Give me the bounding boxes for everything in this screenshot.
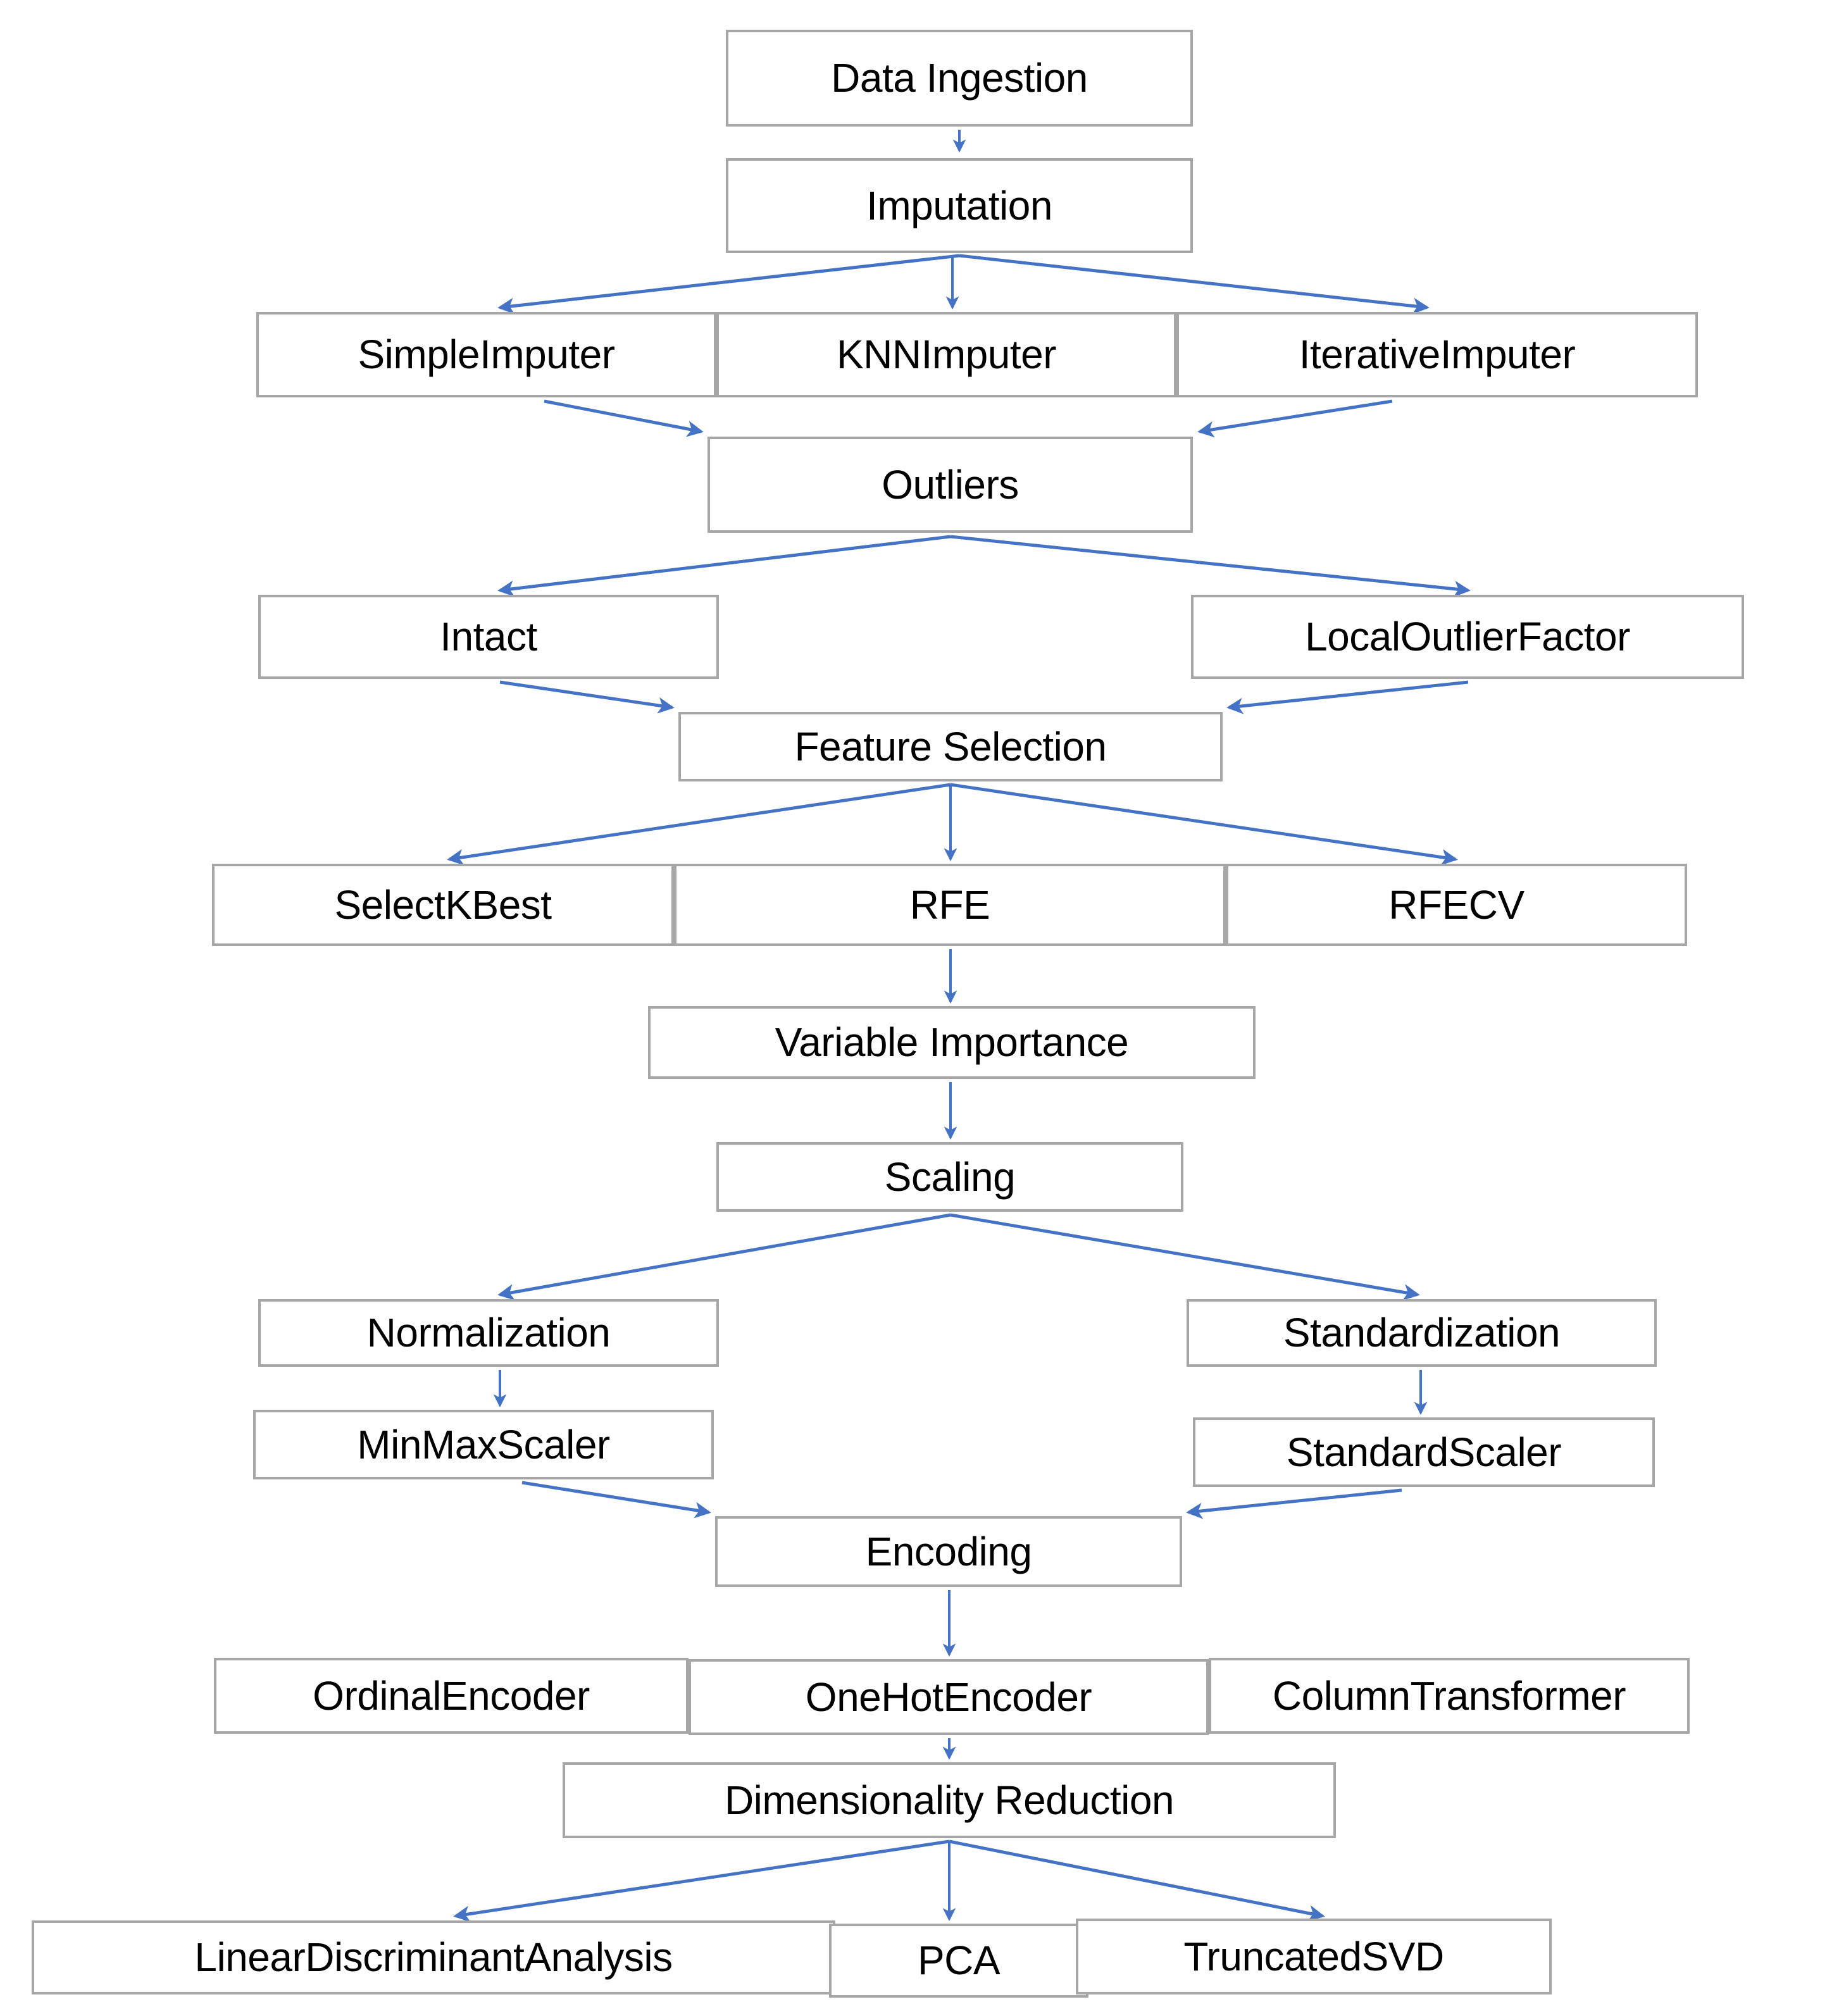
- arrow-dimensionality-reduction-to-truncated-svd: [949, 1839, 1325, 1922]
- arrow-scaling-to-standardization: [950, 1213, 1420, 1301]
- node-label: Variable Importance: [775, 1019, 1129, 1066]
- node-label: Intact: [440, 614, 537, 660]
- arrow-intact-to-feature-selection: [499, 680, 675, 714]
- node-imputation[interactable]: Imputation: [726, 158, 1193, 253]
- node-local-outlier-factor[interactable]: LocalOutlierFactor: [1191, 595, 1744, 679]
- node-data-ingestion[interactable]: Data Ingestion: [726, 30, 1193, 127]
- node-min-max-scaler[interactable]: MinMaxScaler: [253, 1410, 714, 1479]
- arrow-feature-selection-to-select-k-best: [447, 783, 951, 866]
- node-linear-discriminant-analysis[interactable]: LinearDiscriminantAnalysis: [32, 1920, 835, 1994]
- node-label: Normalization: [366, 1310, 611, 1356]
- node-encoding[interactable]: Encoding: [715, 1516, 1182, 1587]
- arrow-feature-selection-to-rfecv: [950, 783, 1458, 866]
- node-rfe[interactable]: RFE: [674, 864, 1226, 946]
- node-label: TruncatedSVD: [1183, 1933, 1444, 1979]
- node-label: RFECV: [1388, 881, 1524, 928]
- node-iterative-imputer[interactable]: IterativeImputer: [1176, 312, 1698, 397]
- node-simple-imputer[interactable]: SimpleImputer: [256, 312, 716, 397]
- node-label: PCA: [917, 1938, 1001, 1984]
- node-label: OneHotEncoder: [805, 1674, 1092, 1720]
- node-outliers[interactable]: Outliers: [708, 437, 1193, 533]
- node-label: IterativeImputer: [1299, 332, 1576, 378]
- node-knn-imputer[interactable]: KNNImputer: [716, 312, 1176, 397]
- node-intact[interactable]: Intact: [258, 595, 719, 679]
- node-scaling[interactable]: Scaling: [716, 1142, 1183, 1212]
- node-label: ColumnTransformer: [1272, 1672, 1626, 1719]
- node-label: StandardScaler: [1286, 1429, 1562, 1475]
- node-label: Standardization: [1283, 1310, 1561, 1356]
- node-label: Dimensionality Reduction: [724, 1777, 1175, 1823]
- node-dimensionality-reduction[interactable]: Dimensionality Reduction: [563, 1762, 1336, 1838]
- node-label: OrdinalEncoder: [313, 1672, 590, 1719]
- node-standard-scaler[interactable]: StandardScaler: [1193, 1417, 1655, 1487]
- node-truncated-svd[interactable]: TruncatedSVD: [1076, 1919, 1552, 1994]
- node-label: Outliers: [882, 461, 1019, 507]
- node-normalization[interactable]: Normalization: [258, 1299, 719, 1367]
- node-one-hot-encoder[interactable]: OneHotEncoder: [689, 1659, 1209, 1735]
- arrow-simple-imputer-to-outliers: [544, 399, 704, 437]
- arrow-imputation-to-simple-imputer: [497, 254, 960, 314]
- node-variable-importance[interactable]: Variable Importance: [648, 1006, 1256, 1079]
- node-label: MinMaxScaler: [357, 1421, 610, 1467]
- arrow-standard-scaler-to-encoding: [1186, 1488, 1402, 1519]
- arrow-min-max-scaler-to-encoding: [521, 1481, 711, 1519]
- node-label: Encoding: [865, 1528, 1032, 1574]
- node-pca[interactable]: PCA: [829, 1924, 1088, 1998]
- arrow-imputation-to-iterative-imputer: [959, 254, 1430, 314]
- node-label: Imputation: [866, 182, 1052, 228]
- node-select-k-best[interactable]: SelectKBest: [212, 864, 674, 946]
- node-feature-selection[interactable]: Feature Selection: [678, 712, 1223, 781]
- node-label: LocalOutlierFactor: [1305, 614, 1630, 660]
- arrow-dimensionality-reduction-to-linear-discriminant-analysis: [453, 1839, 950, 1922]
- node-label: SelectKBest: [334, 881, 552, 928]
- node-column-transformer[interactable]: ColumnTransformer: [1209, 1658, 1690, 1734]
- node-label: SimpleImputer: [358, 332, 615, 378]
- node-label: Data Ingestion: [831, 55, 1088, 101]
- arrow-outliers-to-local-outlier-factor: [950, 535, 1471, 597]
- node-label: KNNImputer: [836, 332, 1057, 378]
- arrow-scaling-to-normalization: [497, 1213, 951, 1300]
- node-label: Scaling: [884, 1154, 1016, 1200]
- node-ordinal-encoder[interactable]: OrdinalEncoder: [214, 1658, 689, 1734]
- node-standardization[interactable]: Standardization: [1187, 1299, 1657, 1367]
- node-label: RFE: [909, 881, 990, 928]
- node-rfecv[interactable]: RFECV: [1226, 864, 1687, 946]
- node-label: LinearDiscriminantAnalysis: [194, 1934, 673, 1981]
- arrow-local-outlier-factor-to-feature-selection: [1226, 680, 1469, 714]
- node-label: Feature Selection: [794, 723, 1107, 769]
- arrow-outliers-to-intact: [497, 535, 951, 597]
- arrow-iterative-imputer-to-outliers: [1197, 399, 1393, 438]
